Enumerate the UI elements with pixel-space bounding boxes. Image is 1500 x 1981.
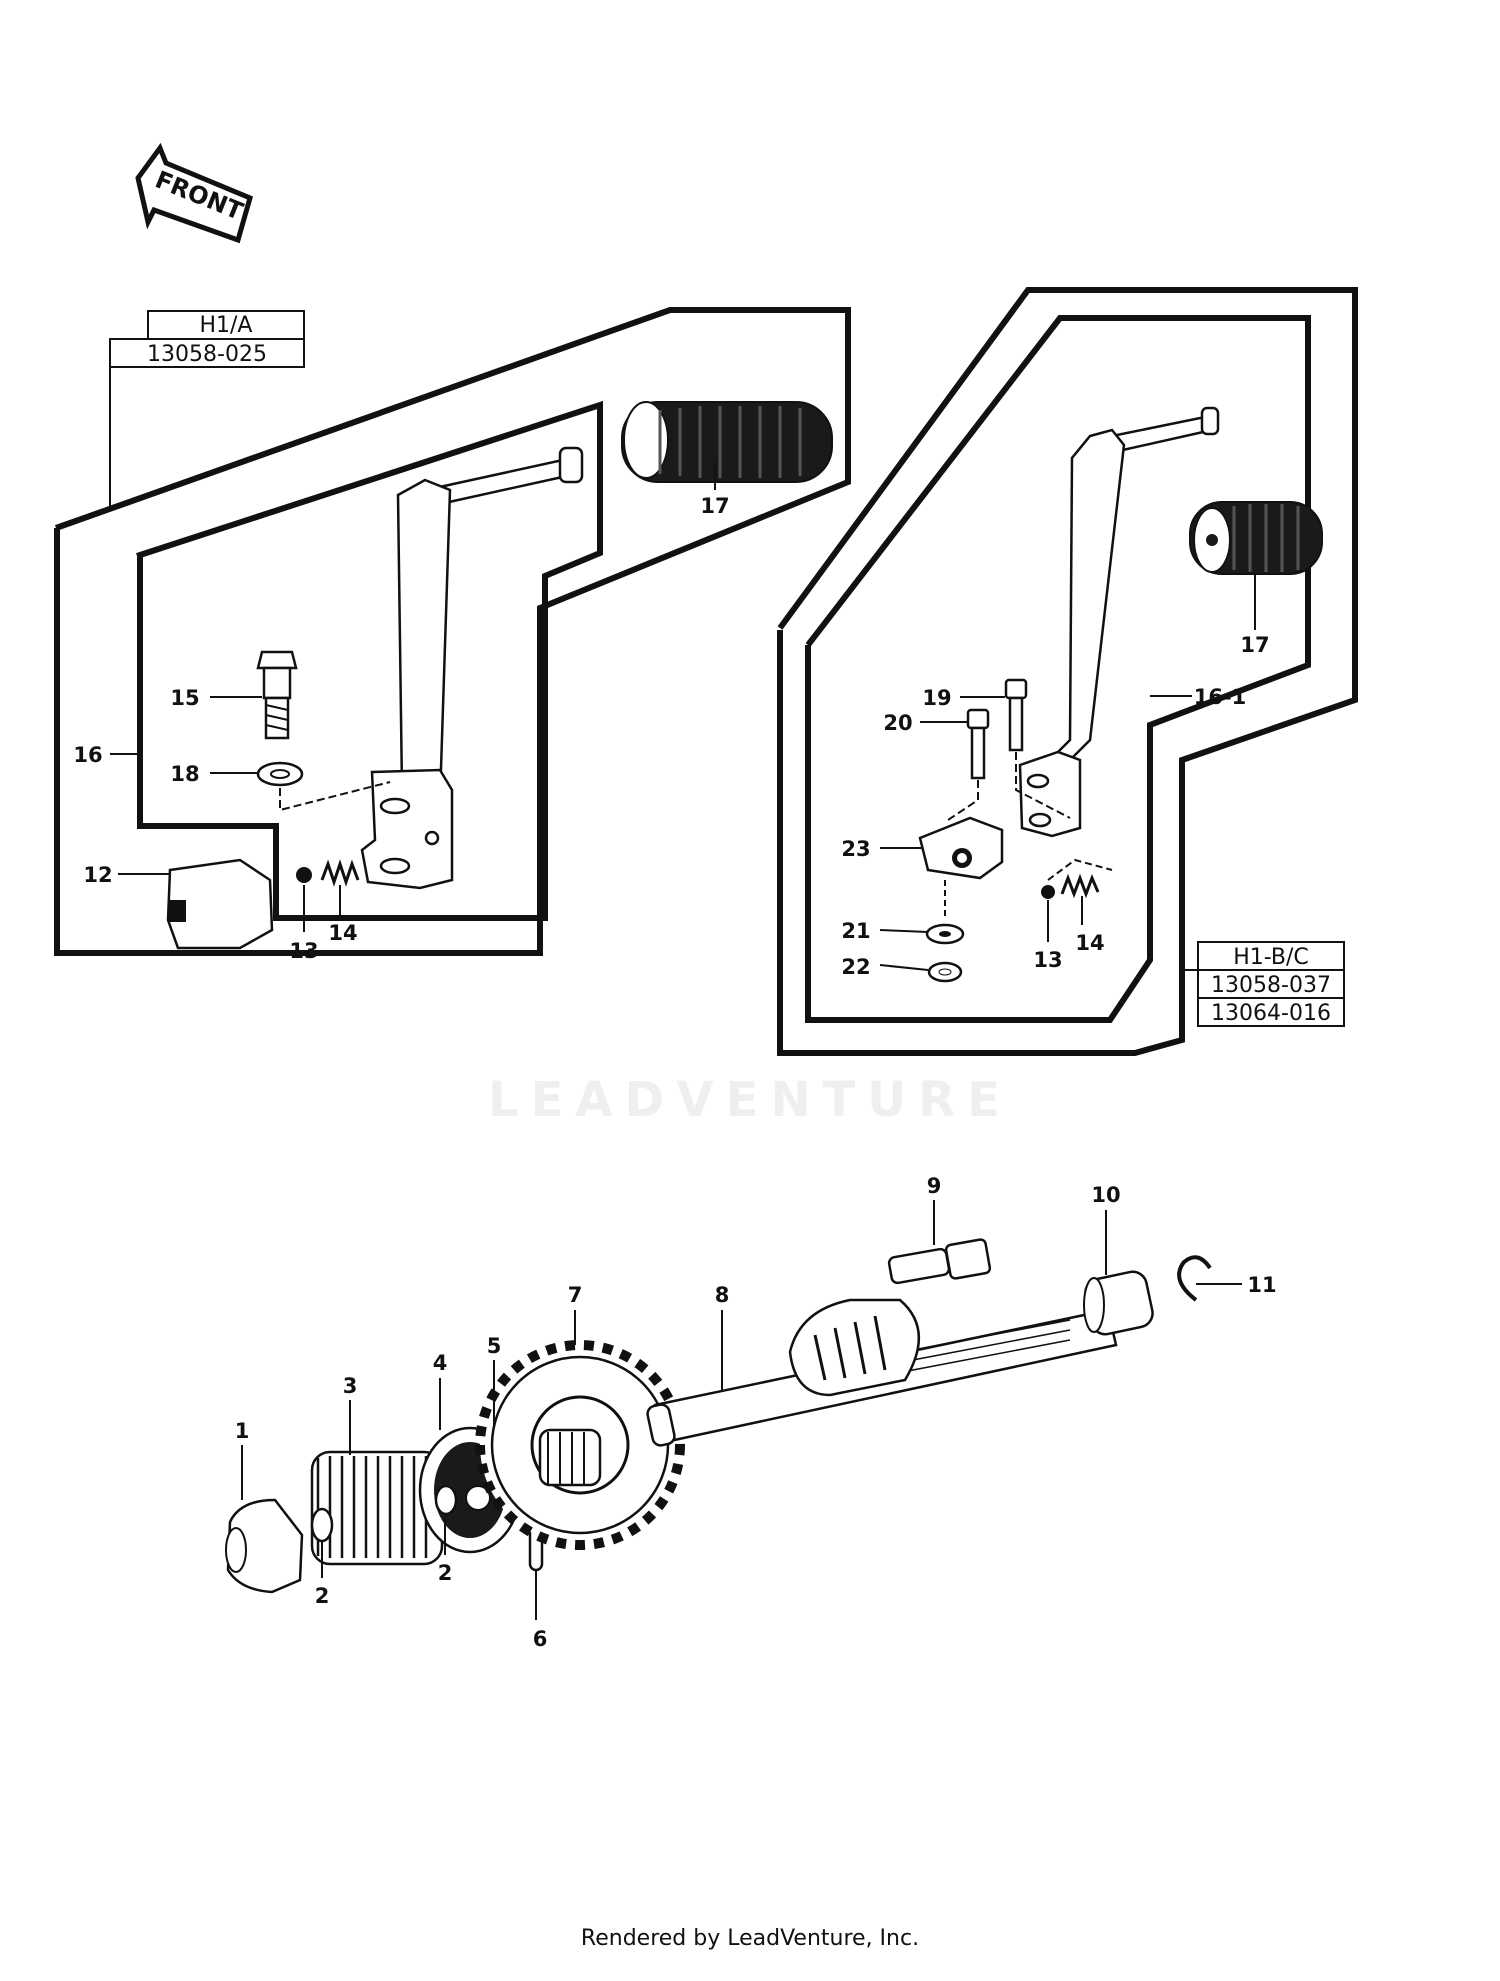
spring-3 [310, 1450, 444, 1566]
cap-1 [225, 1498, 304, 1594]
lock-washer-22 [927, 961, 963, 983]
circlip-11 [1177, 1255, 1212, 1302]
variant-a-model: H1/A [199, 313, 252, 338]
variant-a-part-number: 13058-025 [147, 342, 267, 367]
variant-bc-label: H1-B/C 13058-037 13064-016 [1182, 941, 1345, 1027]
callout-5: 5 [487, 1334, 502, 1358]
snap-ring-2-a [310, 1507, 334, 1543]
bolt-9 [887, 1238, 992, 1285]
snap-ring-2-b [434, 1484, 458, 1516]
callout-11: 11 [1247, 1273, 1276, 1297]
callout-8: 8 [715, 1283, 730, 1307]
callout-22: 22 [841, 955, 870, 979]
front-arrow: FRONT [135, 142, 254, 244]
gear-7 [475, 1340, 685, 1550]
bolt-19 [1004, 678, 1028, 752]
ball-13-a [296, 867, 312, 883]
callout-16-1: 16-1 [1194, 685, 1247, 709]
variant-bc-outline [777, 287, 1358, 1056]
leader-lines [110, 462, 1256, 1620]
callout-15: 15 [170, 686, 199, 710]
variant-bc-part-number-2: 13064-016 [1211, 1001, 1331, 1026]
callout-12: 12 [83, 863, 112, 887]
callout-9: 9 [927, 1174, 942, 1198]
collar-10 [1083, 1270, 1154, 1336]
lock-washer-18 [256, 761, 304, 787]
ball-13-b [1041, 885, 1055, 899]
spring-14-b [1060, 873, 1100, 899]
callout-13-a: 13 [289, 939, 318, 963]
callout-2-a: 2 [315, 1584, 330, 1608]
washer-21 [925, 923, 965, 945]
shaft-8 [646, 1298, 1118, 1447]
variant-bc-model: H1-B/C [1233, 945, 1309, 970]
callout-3: 3 [343, 1374, 358, 1398]
rubber-grip-bc [1189, 501, 1323, 575]
kick-lever-bc [1018, 406, 1220, 838]
callout-17-b: 17 [1240, 633, 1269, 657]
callout-16: 16 [73, 743, 102, 767]
clamp-23 [918, 816, 1004, 880]
variant-bc-part-number-1: 13058-037 [1211, 973, 1331, 998]
leadventure-watermark: LEADVENTURE [488, 1072, 1012, 1128]
callout-10: 10 [1091, 1183, 1120, 1207]
callout-4: 4 [433, 1351, 448, 1375]
bolt-15 [256, 650, 298, 740]
kick-lever-a [360, 446, 584, 890]
callout-17-a: 17 [700, 494, 729, 518]
callout-14-b: 14 [1075, 931, 1104, 955]
callout-1: 1 [235, 1419, 250, 1443]
clamp-12 [166, 858, 274, 950]
callout-14-a: 14 [328, 921, 357, 945]
callout-13-b: 13 [1033, 948, 1062, 972]
callout-18: 18 [170, 762, 199, 786]
footer-credit: Rendered by LeadVenture, Inc. [580, 1926, 920, 1951]
callout-21: 21 [841, 919, 870, 943]
bolt-20 [966, 708, 990, 780]
variant-a-label: H1/A 13058-025 [109, 310, 305, 368]
callout-2-b: 2 [438, 1561, 453, 1585]
rubber-grip-a [621, 401, 833, 483]
callout-23: 23 [841, 837, 870, 861]
callout-6: 6 [533, 1627, 548, 1651]
callout-7: 7 [568, 1283, 583, 1307]
callout-19: 19 [922, 686, 951, 710]
callout-20: 20 [883, 711, 912, 735]
variant-a-outline [54, 307, 851, 956]
spring-14-a [320, 859, 360, 887]
